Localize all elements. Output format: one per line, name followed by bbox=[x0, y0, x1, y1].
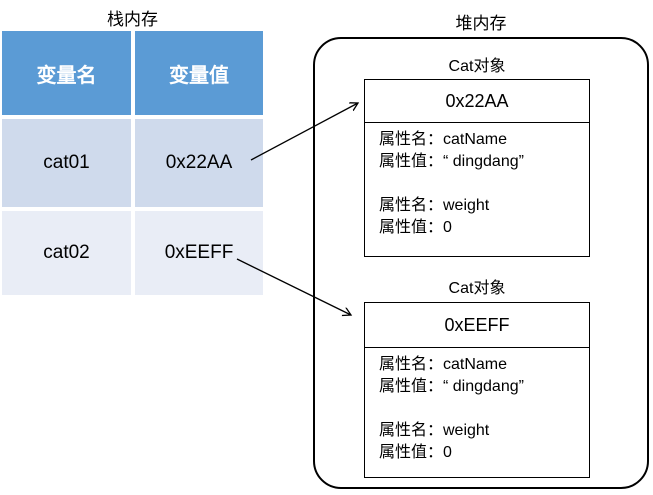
cat-object-2-address: 0xEEFF bbox=[365, 303, 589, 348]
attribute-value-line: 属性值：0 bbox=[379, 219, 452, 236]
stack-header-variable-name: 变量名 bbox=[2, 31, 131, 115]
stack-memory-title: 栈内存 bbox=[107, 10, 158, 29]
attribute-value-line: 属性值：“ dingdang” bbox=[379, 153, 524, 170]
attribute-value-line: 属性值：0 bbox=[379, 444, 452, 461]
stack-cell-cat01-value: 0x22AA bbox=[135, 119, 263, 207]
heap-memory-title: 堆内存 bbox=[455, 14, 507, 33]
attribute-group: 属性名：weight 属性值：0 bbox=[379, 195, 581, 239]
cat-object-2-attributes: 属性名：catName 属性值：“ dingdang” 属性名：weight 属… bbox=[365, 348, 589, 464]
stack-header-variable-value: 变量值 bbox=[135, 31, 263, 115]
stack-cell-cat02-name: cat02 bbox=[2, 211, 131, 295]
stack-cell-cat01-name: cat01 bbox=[2, 119, 131, 207]
attribute-value-line: 属性值：“ dingdang” bbox=[379, 378, 524, 395]
attribute-name-line: 属性名：weight bbox=[379, 422, 490, 439]
stack-memory-table: 变量名 变量值 cat01 0x22AA cat02 0xEEFF bbox=[2, 31, 263, 295]
attribute-name-line: 属性名：catName bbox=[379, 131, 508, 148]
attribute-group: 属性名：catName 属性值：“ dingdang” bbox=[379, 129, 581, 173]
attribute-group: 属性名：weight 属性值：0 bbox=[379, 420, 581, 464]
attribute-name-line: 属性名：catName bbox=[379, 356, 508, 373]
attribute-name-line: 属性名：weight bbox=[379, 197, 490, 214]
stack-cell-cat02-value: 0xEEFF bbox=[135, 211, 263, 295]
cat-object-1-label: Cat对象 bbox=[448, 58, 506, 75]
cat-object-1-box: 0x22AA 属性名：catName 属性值：“ dingdang” 属性名：w… bbox=[364, 79, 590, 257]
cat-object-2-label: Cat对象 bbox=[448, 280, 506, 297]
cat-object-1-attributes: 属性名：catName 属性值：“ dingdang” 属性名：weight 属… bbox=[365, 123, 589, 239]
attribute-group: 属性名：catName 属性值：“ dingdang” bbox=[379, 354, 581, 398]
cat-object-1-address: 0x22AA bbox=[365, 80, 589, 123]
cat-object-2-box: 0xEEFF 属性名：catName 属性值：“ dingdang” 属性名：w… bbox=[364, 302, 590, 478]
